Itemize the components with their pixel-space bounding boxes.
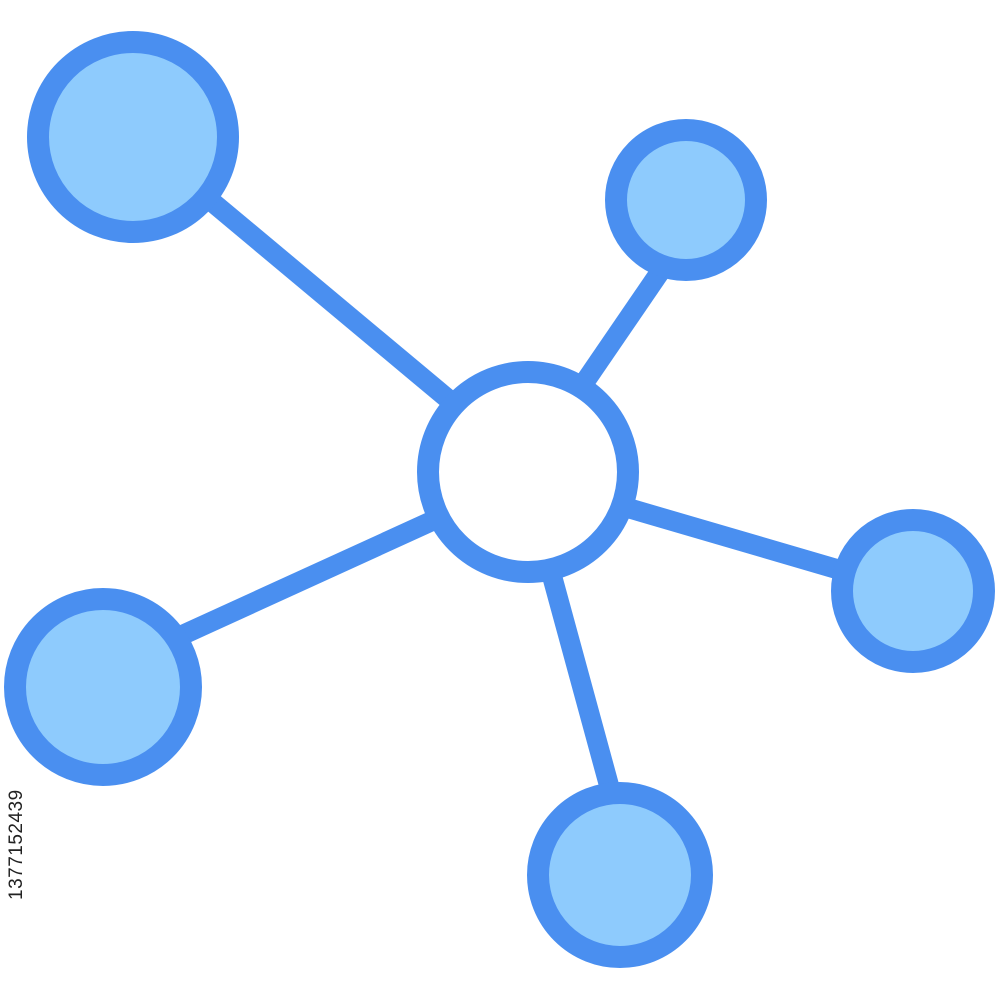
node-bottom bbox=[527, 782, 713, 968]
hub-node bbox=[417, 361, 639, 583]
connector-left bbox=[173, 511, 437, 647]
node-left bbox=[4, 588, 202, 786]
connector-bottom bbox=[542, 573, 620, 792]
stock-id-watermark: 1377152439 bbox=[6, 789, 27, 900]
node-right bbox=[831, 509, 995, 673]
connector-top-left bbox=[198, 188, 455, 407]
connector-right bbox=[625, 498, 843, 580]
node-top-left bbox=[27, 31, 239, 243]
connector-top-right bbox=[573, 266, 669, 392]
connector-lines bbox=[173, 188, 843, 792]
node-top-right bbox=[605, 119, 767, 281]
